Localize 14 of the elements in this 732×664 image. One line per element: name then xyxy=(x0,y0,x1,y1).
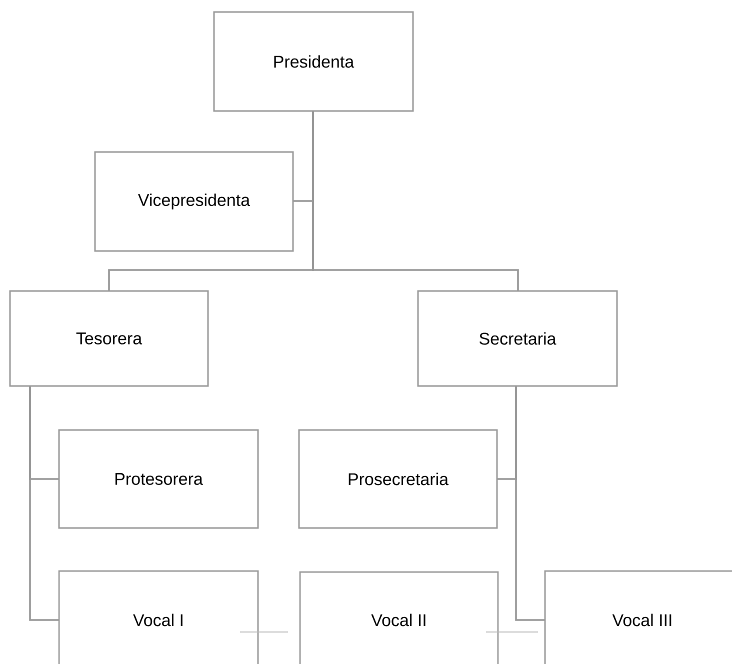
connector-line xyxy=(515,386,545,621)
role-box: Secretaria xyxy=(417,290,618,387)
role-box: Vocal II xyxy=(299,571,499,664)
connector-line xyxy=(29,386,59,621)
connector-line xyxy=(240,631,288,632)
role-box: Prosecretaria xyxy=(298,429,498,529)
role-box: Tesorera xyxy=(9,290,209,387)
role-box: Vicepresidenta xyxy=(94,151,294,252)
role-box: Protesorera xyxy=(58,429,259,529)
connector-line xyxy=(486,631,538,632)
role-box: Presidenta xyxy=(213,11,414,112)
connector-line xyxy=(312,111,519,291)
role-box: Vocal I xyxy=(58,570,259,664)
role-box: Vocal III xyxy=(544,570,732,664)
